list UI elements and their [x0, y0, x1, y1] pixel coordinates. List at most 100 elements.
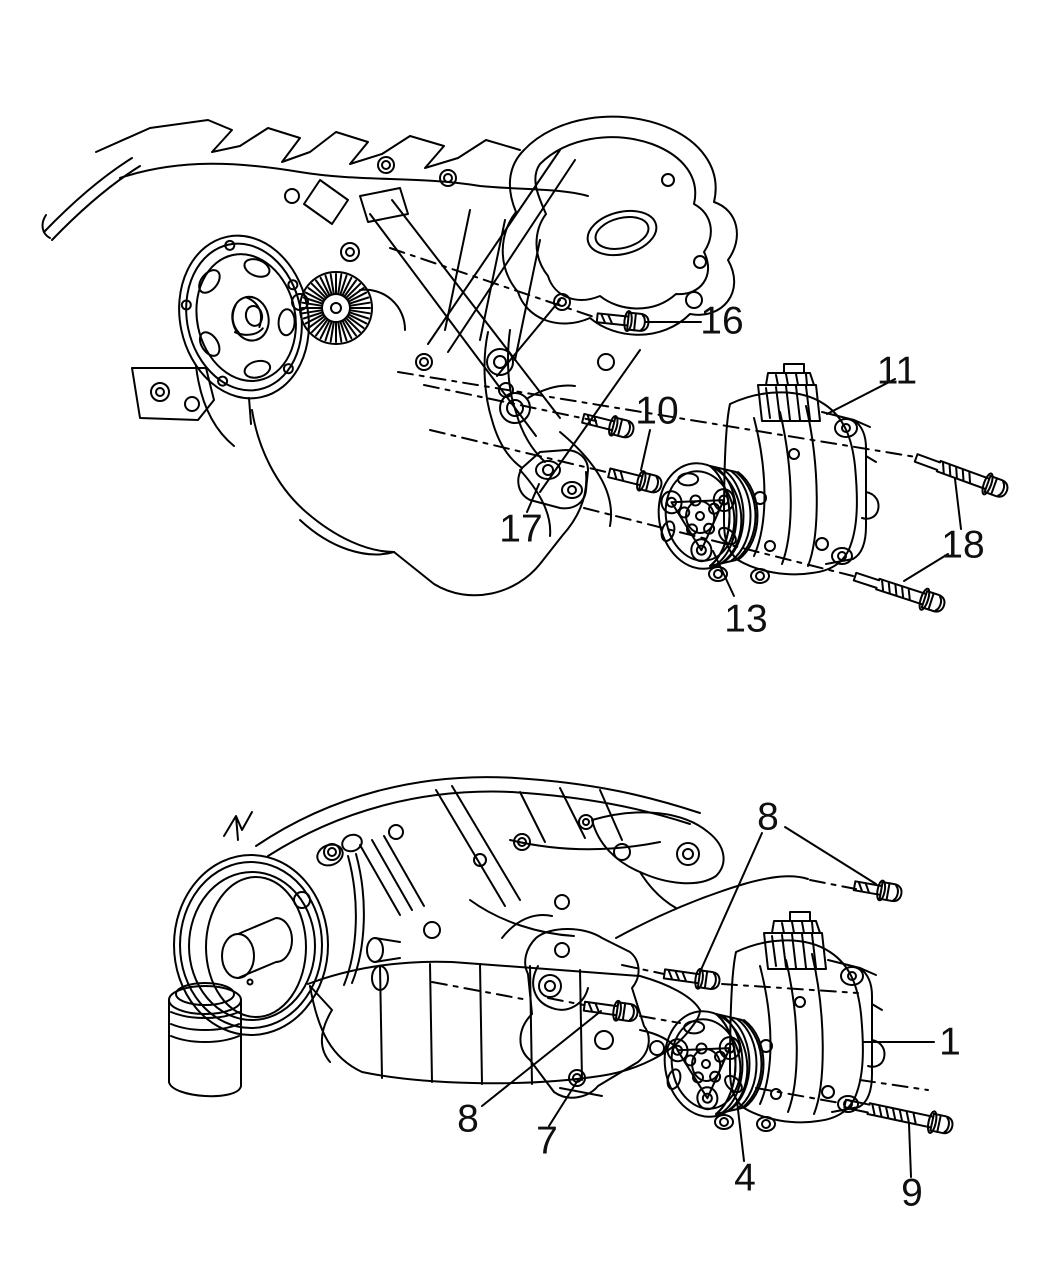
bolt-thread [586, 414, 592, 425]
line-art [554, 894, 570, 910]
leader-line [699, 832, 763, 973]
line-art [423, 921, 441, 939]
line-art [237, 917, 293, 979]
pulley-rim-hole [287, 279, 299, 291]
bolt-washer [926, 1110, 938, 1134]
bolt-hex-head [920, 590, 946, 613]
line-art [307, 960, 701, 1011]
bolt-thread [887, 581, 891, 594]
bolt-thread [894, 584, 898, 596]
bolt-head-facet [934, 595, 943, 612]
bolt-thread [948, 464, 952, 477]
callout-18: 18 [903, 478, 985, 582]
tensioner-rib [315, 318, 329, 337]
bolt-shaft [581, 412, 615, 431]
line-art [527, 384, 576, 399]
bolt-head-facet [640, 314, 646, 331]
bolt-thread [968, 471, 972, 484]
line-art [388, 824, 404, 840]
callout-number: 8 [457, 1098, 479, 1141]
bolt-long-callout-18 [913, 453, 1009, 498]
bolt-short-callout-8 [662, 967, 721, 990]
line-art [284, 188, 300, 204]
bolt-thread [594, 1003, 600, 1013]
line-art [379, 963, 583, 1085]
bolt-washer [612, 999, 622, 1022]
line-art [43, 157, 141, 241]
bolt-head-facet [943, 1116, 950, 1134]
tensioner-rib [341, 319, 353, 340]
bolt-head-facet [624, 421, 631, 438]
line-art [535, 460, 561, 480]
pulley-slot [243, 258, 271, 278]
bolt-thread [878, 1105, 883, 1117]
line-art [299, 519, 395, 556]
line-art [639, 1015, 681, 1024]
tensioner-rib [304, 313, 325, 325]
line-art [231, 295, 270, 342]
crank-pulley [178, 234, 310, 400]
line-art [170, 1011, 240, 1043]
bolts-lower [582, 879, 954, 1135]
line-art [534, 136, 712, 310]
line-art [509, 839, 661, 851]
line-art [615, 875, 809, 939]
callout-number: 17 [499, 508, 542, 551]
line-art [221, 933, 255, 979]
bolt-thread [901, 586, 905, 599]
line-art [188, 871, 316, 1021]
bolt-head-facet [633, 312, 637, 332]
line-art [175, 982, 235, 1006]
callout-4: 4 [734, 1100, 756, 1200]
callout-number: 4 [734, 1157, 756, 1200]
line-art [639, 871, 677, 909]
compressor-bracket-17 [483, 329, 589, 510]
bolt-shaft [662, 968, 700, 985]
pulley-slot [243, 359, 272, 379]
line-art [345, 247, 355, 257]
callout-10: 10 [635, 390, 679, 471]
bolt-head-facet [927, 592, 935, 611]
bolt-shaft [595, 312, 629, 327]
line-art [568, 1069, 586, 1087]
line-art [431, 981, 529, 1001]
bolts-upper [581, 310, 1009, 613]
bolt-thread [600, 313, 606, 324]
line-art [621, 964, 665, 975]
line-art [613, 843, 631, 861]
bolt-washer [918, 587, 931, 611]
crank-pulley-lower [173, 854, 329, 1036]
tensioner-rib [346, 315, 365, 329]
tensioner-rib [337, 320, 343, 343]
bolt-hex-head [610, 416, 635, 439]
bolt-short-callout-8 [852, 879, 903, 903]
line-art [173, 854, 329, 1036]
line-art [561, 481, 583, 499]
bolt-head-facet [885, 882, 891, 902]
callout-number: 13 [724, 598, 767, 641]
line-art [519, 787, 623, 843]
bolt-head-facet [621, 1002, 627, 1022]
leader-line [908, 1123, 912, 1178]
line-art [41, 214, 51, 239]
bolt-head-facet [892, 884, 899, 901]
tensioner-rib [302, 296, 324, 305]
line-art [429, 429, 607, 473]
tensioner-rib [348, 296, 370, 305]
line-art [483, 331, 523, 469]
bolt-thread [905, 1111, 910, 1123]
bolt-thread [612, 469, 618, 480]
line-art [501, 115, 738, 336]
bolt-long-callout-9 [843, 1098, 954, 1135]
tensioner-rib [324, 320, 333, 342]
bolt-shaft [843, 1098, 934, 1129]
bolt-thread [619, 471, 624, 481]
line-art [721, 983, 859, 994]
bolt-head-facet [997, 480, 1006, 497]
leader-line [954, 478, 962, 530]
line-art [244, 304, 264, 327]
